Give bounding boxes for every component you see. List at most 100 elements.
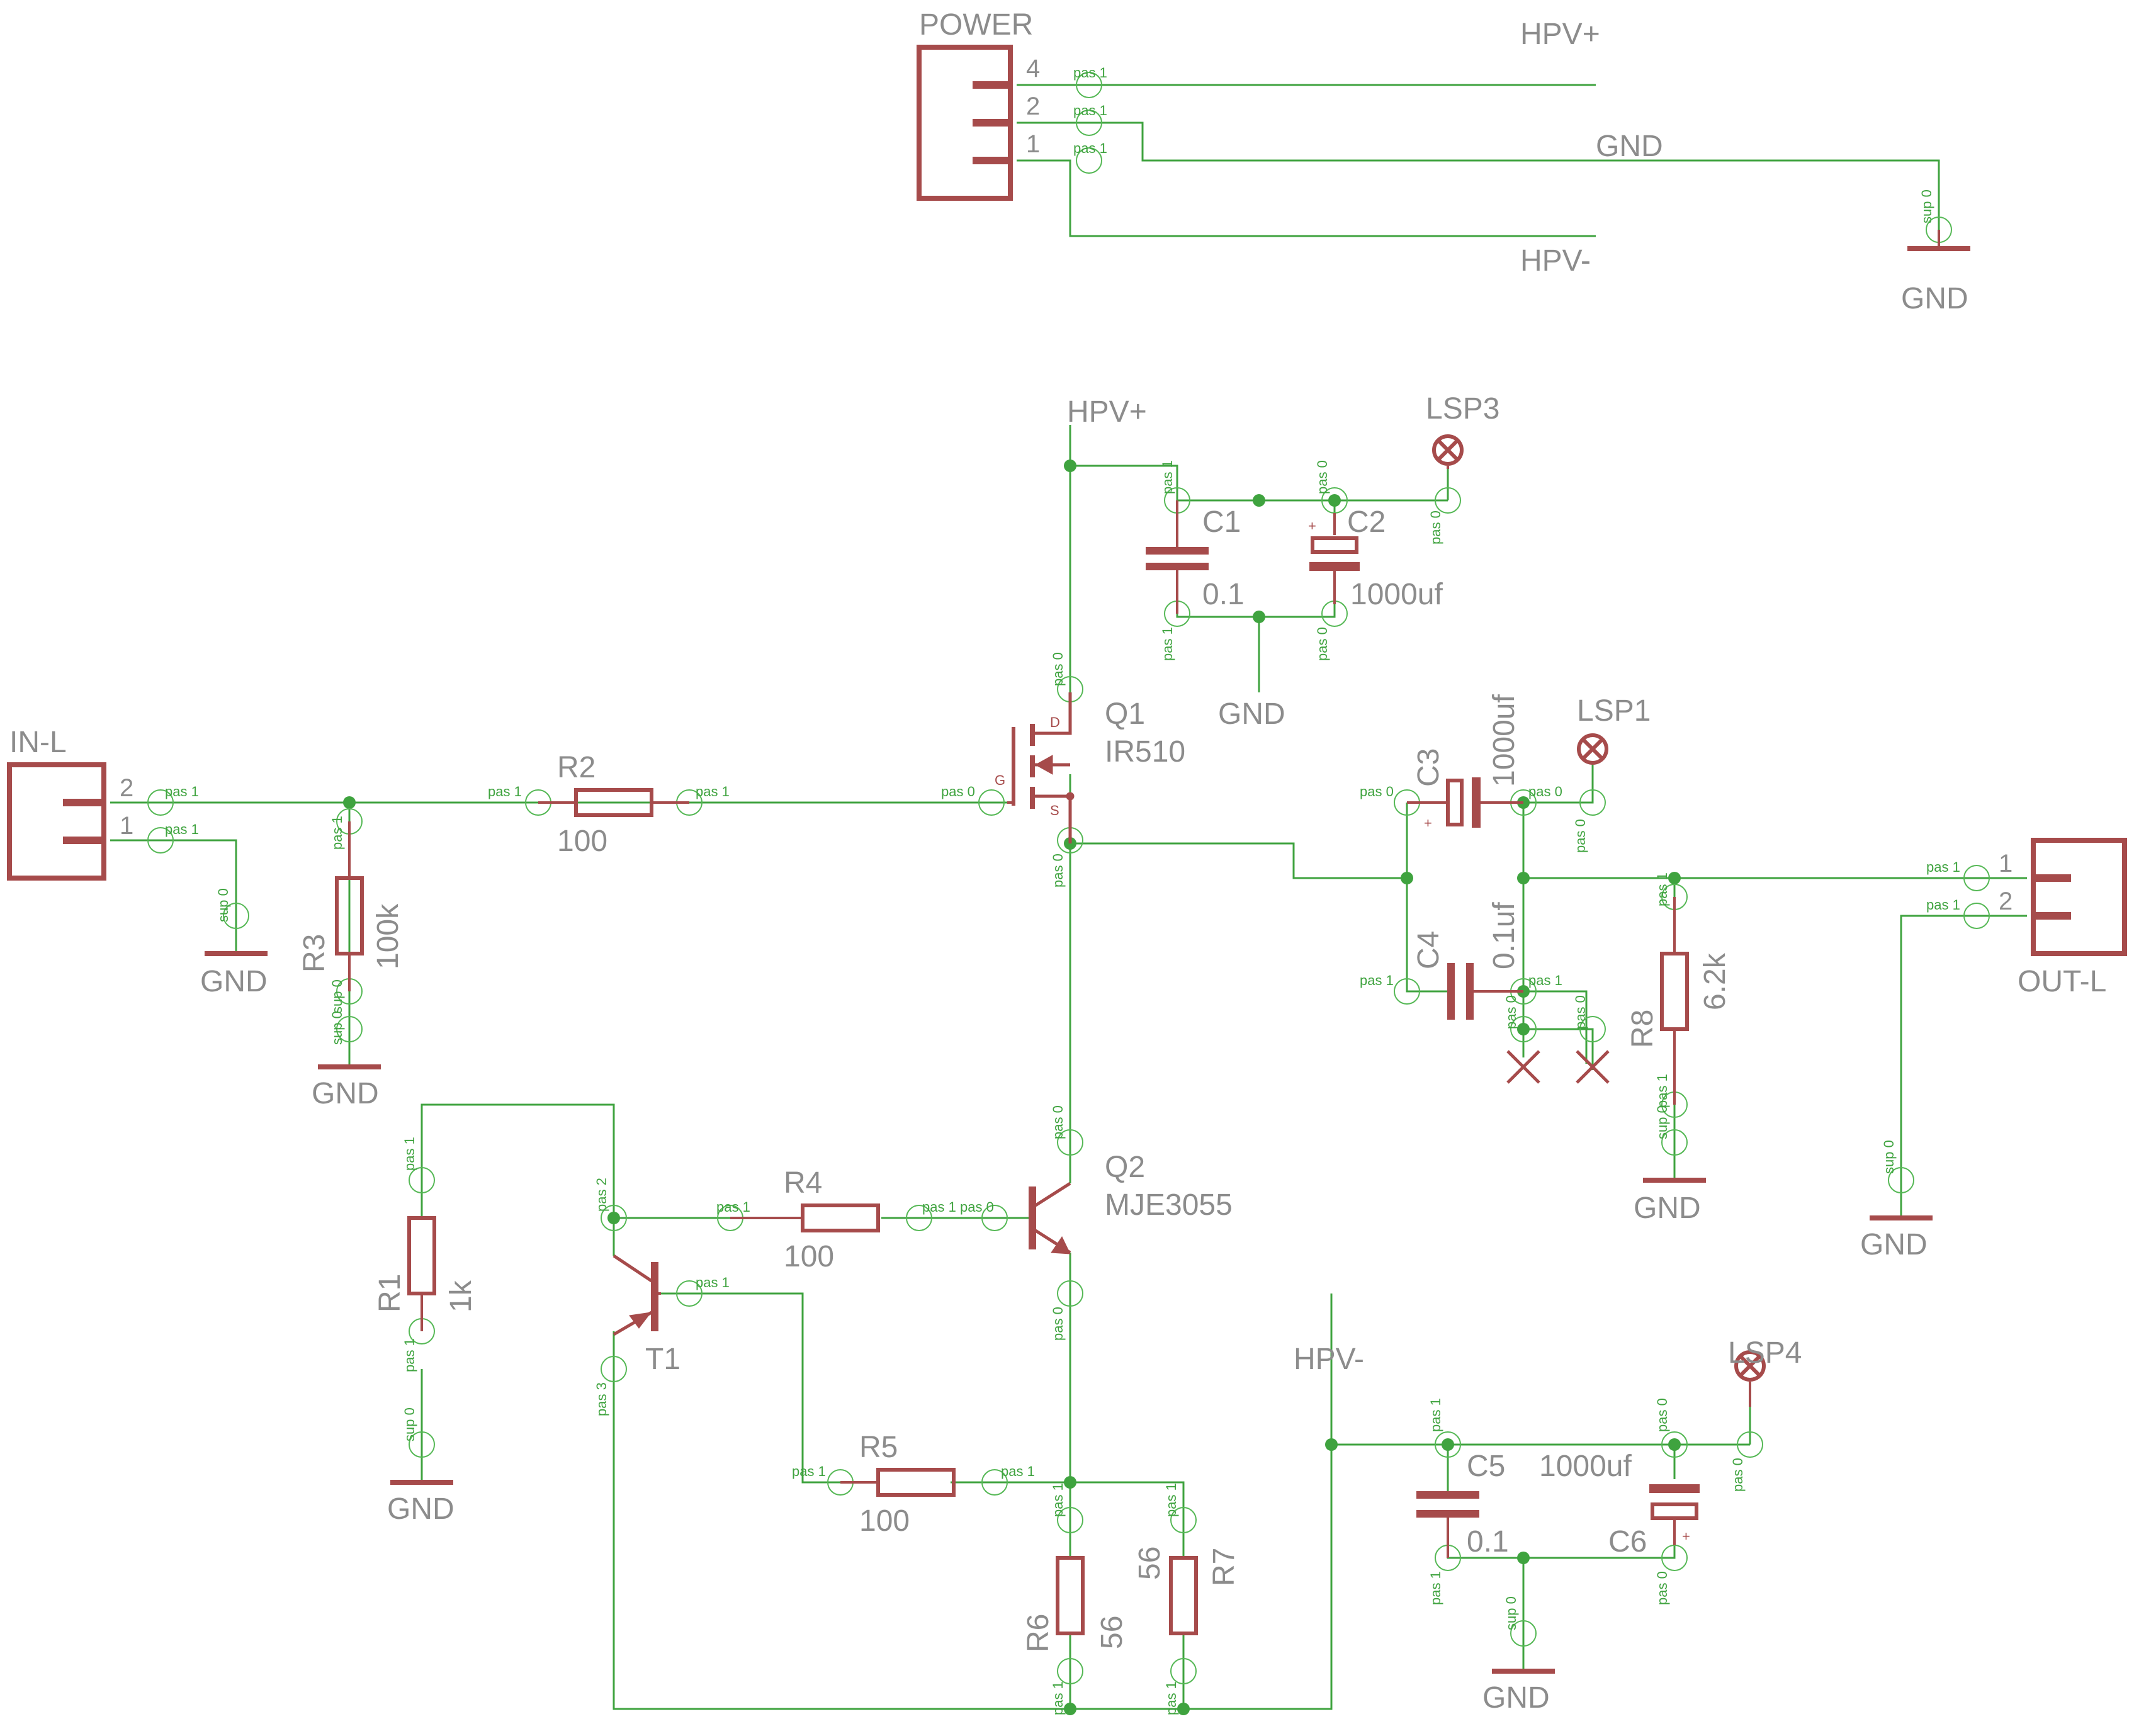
pin-tag: pas 1: [1360, 972, 1394, 988]
ground-label-power: GND: [1901, 282, 1968, 315]
capacitor-c6: [1649, 1484, 1700, 1545]
test-point-lsp3: [1432, 434, 1464, 469]
pin-tag: pas 1: [1926, 859, 1960, 875]
pin-tag: pas 1: [696, 784, 730, 799]
resistor-r3: [335, 821, 364, 991]
q1-pin-g: G: [995, 772, 1005, 788]
pin-tag: pas 1: [488, 784, 522, 799]
pin-tag: pas 1: [922, 1199, 956, 1215]
lsp3-label: LSP3: [1426, 392, 1499, 426]
pin-tag: pas 3: [594, 1382, 609, 1416]
input-connector: [7, 762, 106, 881]
test-point-lsp1: [1577, 733, 1608, 765]
junctions: [343, 459, 1681, 1715]
ground-label-r1: GND: [387, 1492, 454, 1526]
c5-value: 0.1: [1467, 1525, 1509, 1558]
c3-value: 1000uf: [1488, 694, 1521, 787]
r5-value: 100: [859, 1504, 910, 1538]
pin-tag: pas 1: [1163, 1681, 1179, 1715]
pin-tag: pas 2: [594, 1178, 609, 1212]
ground-label-r3: GND: [312, 1077, 379, 1110]
input-pin-1: 1: [120, 812, 133, 840]
r7-value: 56: [1133, 1547, 1166, 1580]
pin-tag: pas 0: [1314, 460, 1330, 494]
ground-label-c5c6: GND: [1482, 1681, 1550, 1715]
capacitor-c2: [1309, 513, 1360, 604]
resistor-r5: [840, 1468, 956, 1497]
pin-tag: pas 1: [1050, 1483, 1066, 1517]
output-pin-1: 1: [1999, 850, 2013, 877]
test-point-lsp4: [1734, 1350, 1766, 1407]
pin-tag: sup 0: [1654, 1105, 1670, 1139]
q1-pin-s: S: [1050, 803, 1059, 818]
pin-tag: pas 1: [1160, 460, 1175, 494]
labels: POWER 4 2 1 IN-L 2 1 OUT-L 1 2 HPV+ GND …: [9, 8, 2106, 1715]
pin-tag: pas 1: [1050, 1681, 1066, 1715]
net-label-hpv-minus: HPV-: [1294, 1343, 1364, 1376]
pin-tag: pas 0: [1050, 652, 1066, 686]
r8-value: 6.2k: [1698, 952, 1732, 1010]
resistor-r2: [538, 788, 689, 817]
pin-tag: pas 1: [1654, 872, 1670, 906]
pin-tag: pas 0: [1360, 784, 1394, 799]
pin-tag: pas 0: [1314, 627, 1330, 661]
lsp1-label: LSP1: [1577, 694, 1651, 728]
pin-tag: pas 0: [1050, 854, 1066, 888]
net-label-hpv-plus-top: HPV+: [1520, 18, 1600, 51]
ground-label-input: GND: [200, 965, 268, 998]
c5-name: C5: [1467, 1450, 1505, 1483]
q1-pin-d: D: [1050, 714, 1060, 730]
pin-tag: sup 0: [329, 979, 345, 1013]
pin-tag: pas 0: [1572, 995, 1588, 1029]
pin-tag: sup 0: [1503, 1596, 1519, 1630]
capacitor-c5: [1416, 1491, 1479, 1558]
lsp4-label: LSP4: [1728, 1336, 1802, 1370]
pin-tag: pas 0: [1050, 1307, 1066, 1341]
pin-tag: sup 0: [215, 888, 231, 922]
pin-tags: pas 1 pas 1 pas 1 sup 0 pas 1 pas 1 pas …: [165, 65, 1960, 1715]
r8-name: R8: [1626, 1010, 1659, 1048]
pin-tag: pas 0: [1654, 1398, 1670, 1432]
output-connector-label: OUT-L: [2018, 965, 2106, 998]
c4-value: 0.1uf: [1488, 902, 1521, 969]
c6-value: 1000uf: [1539, 1450, 1632, 1483]
power-pin-4: 4: [1026, 55, 1040, 82]
c6-polarity: +: [1682, 1528, 1690, 1544]
c2-name: C2: [1347, 505, 1386, 539]
pin-tag: pas 1: [1001, 1463, 1035, 1479]
r1-name: R1: [373, 1274, 407, 1312]
pin-tag: pas 1: [1073, 140, 1107, 156]
pin-tag: pas 0: [1730, 1458, 1746, 1492]
pin-tag: pas 1: [1528, 972, 1562, 988]
net-label-hpv-minus-top: HPV-: [1520, 244, 1591, 278]
pin-tag: pas 0: [1528, 784, 1562, 799]
resistor-r6: [1056, 1556, 1085, 1635]
power-connector-label: POWER: [919, 8, 1033, 42]
pin-tag: pas 0: [1050, 1105, 1066, 1139]
r1-value: 1k: [444, 1280, 478, 1312]
q1-name: Q1: [1105, 697, 1145, 731]
capacitor-c1: [1146, 500, 1209, 614]
c2-polarity: +: [1308, 518, 1316, 534]
net-label-gnd-top: GND: [1596, 130, 1663, 163]
pin-tag: pas 0: [960, 1199, 994, 1215]
pin-tag: pas 0: [1428, 510, 1443, 544]
pin-tag: pas 1: [1073, 103, 1107, 118]
power-pin-2: 2: [1026, 93, 1040, 120]
c2-value: 1000uf: [1350, 578, 1443, 611]
ground-label-output: GND: [1860, 1228, 1928, 1261]
r2-value: 100: [557, 825, 607, 858]
capacitor-c3: [1407, 777, 1523, 828]
r6-value: 56: [1095, 1616, 1129, 1649]
pin-tag: pas 1: [792, 1463, 826, 1479]
q2-name: Q2: [1105, 1151, 1145, 1184]
pin-tag: pas 1: [329, 816, 345, 850]
ground-symbols: [205, 230, 1970, 1674]
pin-tag: pas 0: [1503, 995, 1519, 1029]
pin-tag: sup 0: [329, 1011, 345, 1045]
pin-tag: sup 0: [1881, 1140, 1897, 1174]
c1-value: 0.1: [1202, 578, 1245, 611]
t1-name: T1: [645, 1343, 680, 1376]
input-pin-2: 2: [120, 774, 133, 802]
pin-tag: sup 0: [402, 1407, 417, 1441]
